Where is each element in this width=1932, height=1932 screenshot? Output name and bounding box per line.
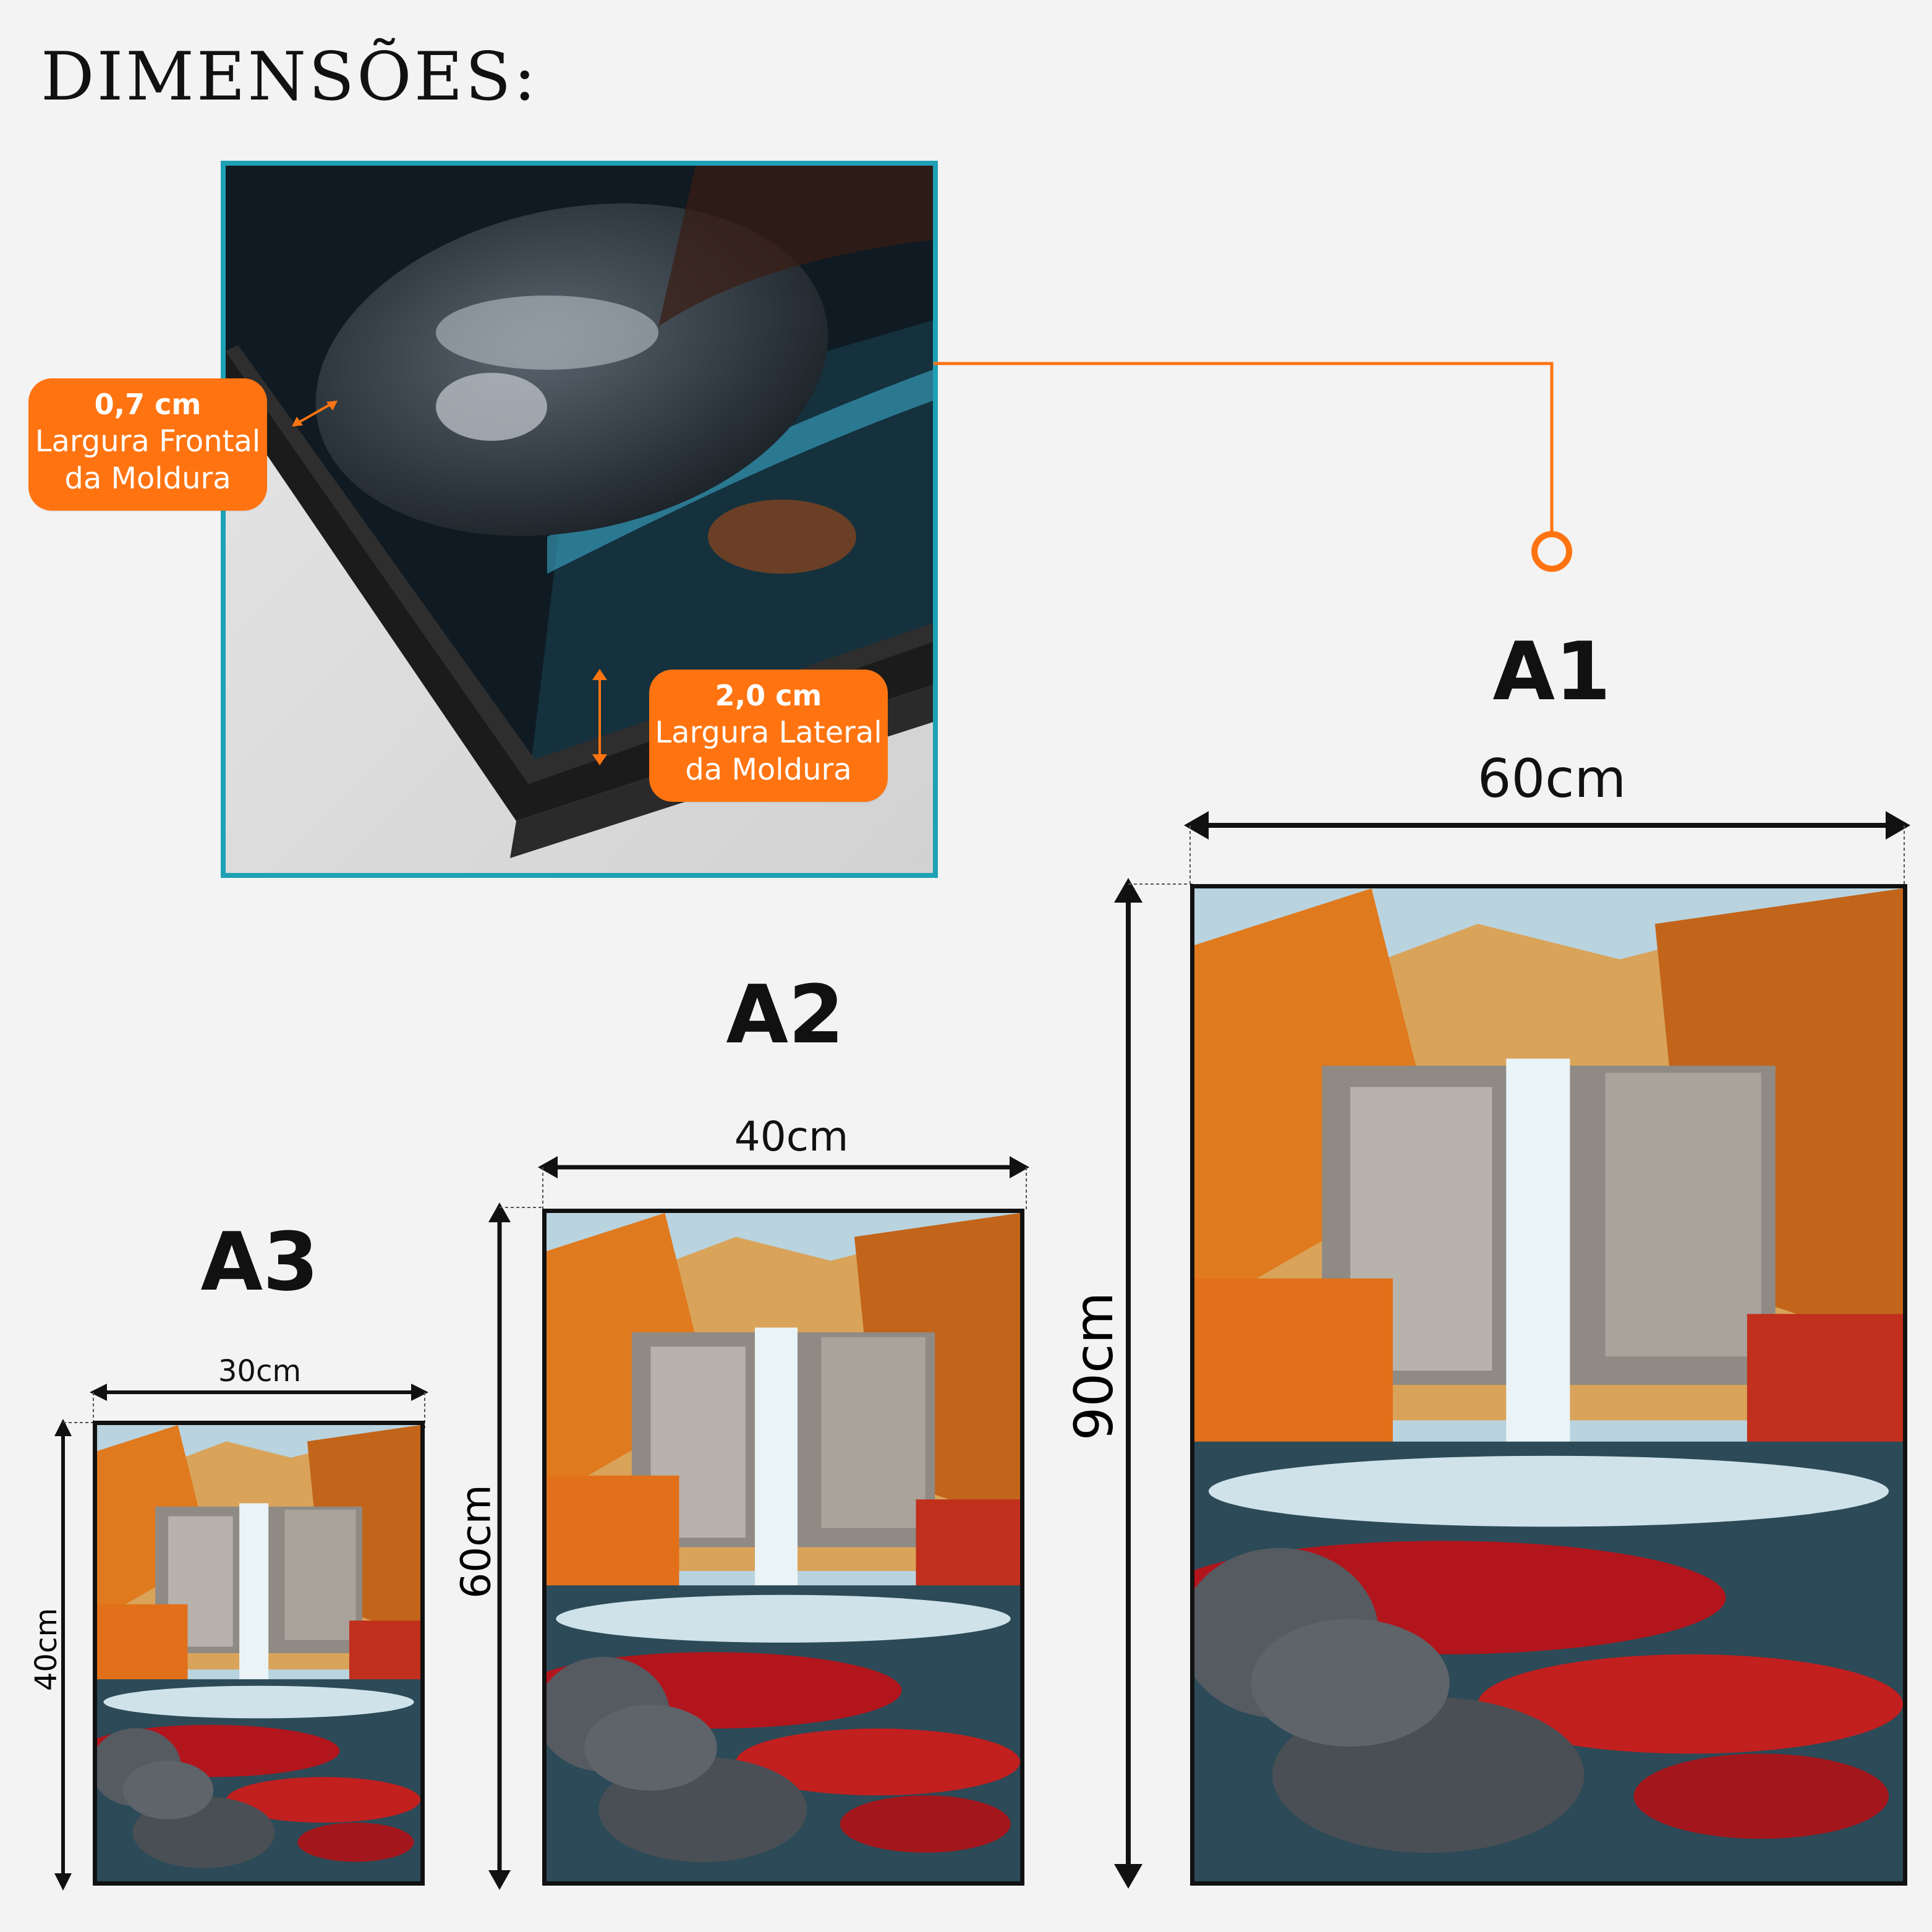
size-a1-height-dimension xyxy=(1114,878,1193,1889)
size-a3-height: 40cm xyxy=(29,1607,64,1692)
side-width-value: 2,0 cm xyxy=(715,679,822,712)
front-width-arrow-icon xyxy=(292,401,338,427)
front-width-value: 0,7 cm xyxy=(94,388,202,421)
poster-a3 xyxy=(93,1421,425,1886)
waterfall-artwork-a2 xyxy=(547,1213,1020,1881)
poster-a1 xyxy=(1190,884,1907,1886)
size-a2-width: 40cm xyxy=(734,1113,849,1160)
size-a2-height-dimension xyxy=(488,1202,544,1890)
size-a1-width: 60cm xyxy=(1477,748,1627,810)
front-width-label-1: Largura Frontal xyxy=(35,424,261,459)
side-width-arrow-icon xyxy=(592,669,607,765)
detail-connector-line xyxy=(934,362,1572,572)
size-a3-width: 30cm xyxy=(218,1354,302,1389)
side-width-label-2: da Moldura xyxy=(685,752,852,787)
front-width-badge: 0,7 cm Largura Frontal da Moldura xyxy=(28,378,267,511)
size-a1-width-dimension xyxy=(1184,811,1910,884)
frame-corner-image xyxy=(226,166,933,873)
size-a2-height: 60cm xyxy=(452,1484,500,1599)
size-a2-width-dimension xyxy=(538,1156,1029,1212)
size-a2-name: A2 xyxy=(726,968,845,1062)
waterfall-artwork-a1 xyxy=(1194,888,1903,1881)
page-title: DIMENSÕES: xyxy=(41,38,538,116)
side-width-badge: 2,0 cm Largura Lateral da Moldura xyxy=(649,670,888,802)
poster-a2 xyxy=(542,1209,1024,1886)
size-a1-name: A1 xyxy=(1492,624,1611,718)
side-width-label-1: Largura Lateral xyxy=(655,715,882,750)
size-a3-name: A3 xyxy=(200,1215,319,1309)
size-a1-height: 90cm xyxy=(1063,1292,1125,1441)
front-width-label-2: da Moldura xyxy=(64,461,231,496)
frame-detail-closeup xyxy=(221,161,938,878)
size-a3-height-dimension xyxy=(54,1419,98,1891)
waterfall-artwork-a3 xyxy=(97,1425,420,1881)
